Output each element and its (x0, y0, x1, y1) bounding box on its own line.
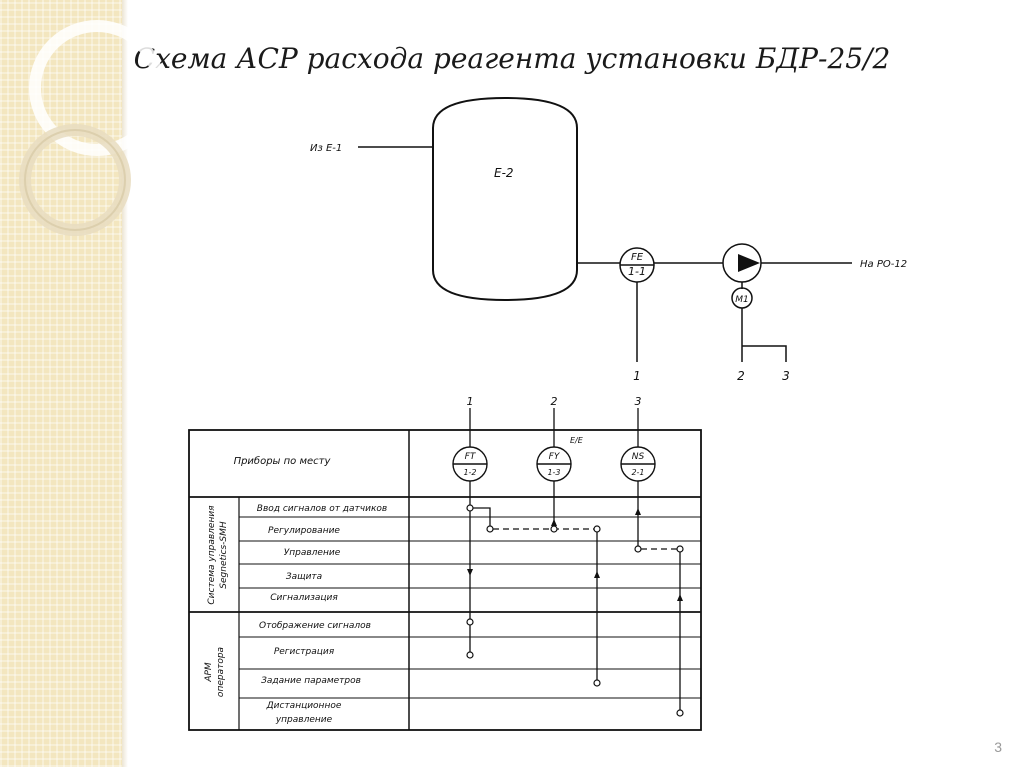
instrument-fy-number: 1-3 (547, 468, 560, 477)
instrument-ns-tag: NS (632, 452, 645, 462)
line-number-1: 1 (633, 369, 641, 383)
signal-dashed-links (493, 528, 680, 550)
decorative-rings (19, 20, 165, 236)
column-number-2: 2 (551, 395, 558, 408)
row-label-regulation: Регулирование (268, 526, 340, 536)
band-edge-shadow (122, 0, 128, 767)
row-label-registration: Регистрация (274, 647, 335, 657)
inlet-label: Из Е-1 (310, 143, 342, 154)
control-system-group-label: Система управления Segnetics-SMH (207, 505, 229, 605)
pump-arrow-icon (738, 254, 760, 272)
signal-routing (469, 481, 681, 713)
row-label-protection: Защита (286, 572, 322, 582)
vessel-e2 (432, 96, 578, 302)
operator-station-label-line2: оператора (216, 647, 226, 697)
row-label-alarm: Сигнализация (270, 593, 338, 603)
row-label-remote-line1: Дистанционное (266, 701, 342, 711)
row-header-local-devices: Приборы по месту (234, 455, 332, 467)
operator-station-group-label: АРМ оператора (204, 647, 226, 697)
motor-label: М1 (735, 295, 749, 305)
control-system-label-line2: Segnetics-SMH (219, 521, 229, 589)
ee-mark: Е/Е (570, 436, 584, 445)
line-number-2: 2 (737, 369, 745, 383)
signal-arrows (467, 508, 683, 601)
flow-element-tag: FE (631, 252, 644, 263)
instrument-ft-tag: FT (465, 452, 477, 462)
row-label-sensor-input: Ввод сигналов от датчиков (257, 504, 387, 514)
line-number-3: 3 (782, 369, 790, 383)
signal-line-3 (742, 345, 787, 362)
row-label-parameter-setting: Задание параметров (261, 676, 361, 686)
outlet-label: На РО-12 (860, 259, 907, 270)
row-label-control: Управление (284, 548, 341, 558)
control-system-label-line1: Система управления (207, 505, 217, 605)
instrument-input-lines (469, 408, 639, 447)
table-frame (188, 429, 702, 731)
slide-title: Схема АСР расхода реагента установки БДР… (133, 42, 891, 75)
instrument-fy-tag: FY (549, 452, 561, 462)
instrument-ft-number: 1-2 (463, 468, 476, 477)
operator-station-label-line1: АРМ (204, 662, 214, 683)
connection-nodes (466, 504, 684, 717)
column-number-1: 1 (467, 395, 474, 408)
row-label-signal-display: Отображение сигналов (259, 621, 371, 631)
instrument-ns-number: 2-1 (631, 468, 644, 477)
row-labels: Ввод сигналов от датчиков Регулирование … (257, 504, 387, 725)
row-label-remote-line2: управление (275, 715, 333, 725)
slide-number: 3 (994, 739, 1002, 755)
column-number-3: 3 (635, 395, 642, 408)
flow-element-number: 1-1 (628, 265, 646, 278)
vessel-label: Е-2 (494, 166, 514, 180)
